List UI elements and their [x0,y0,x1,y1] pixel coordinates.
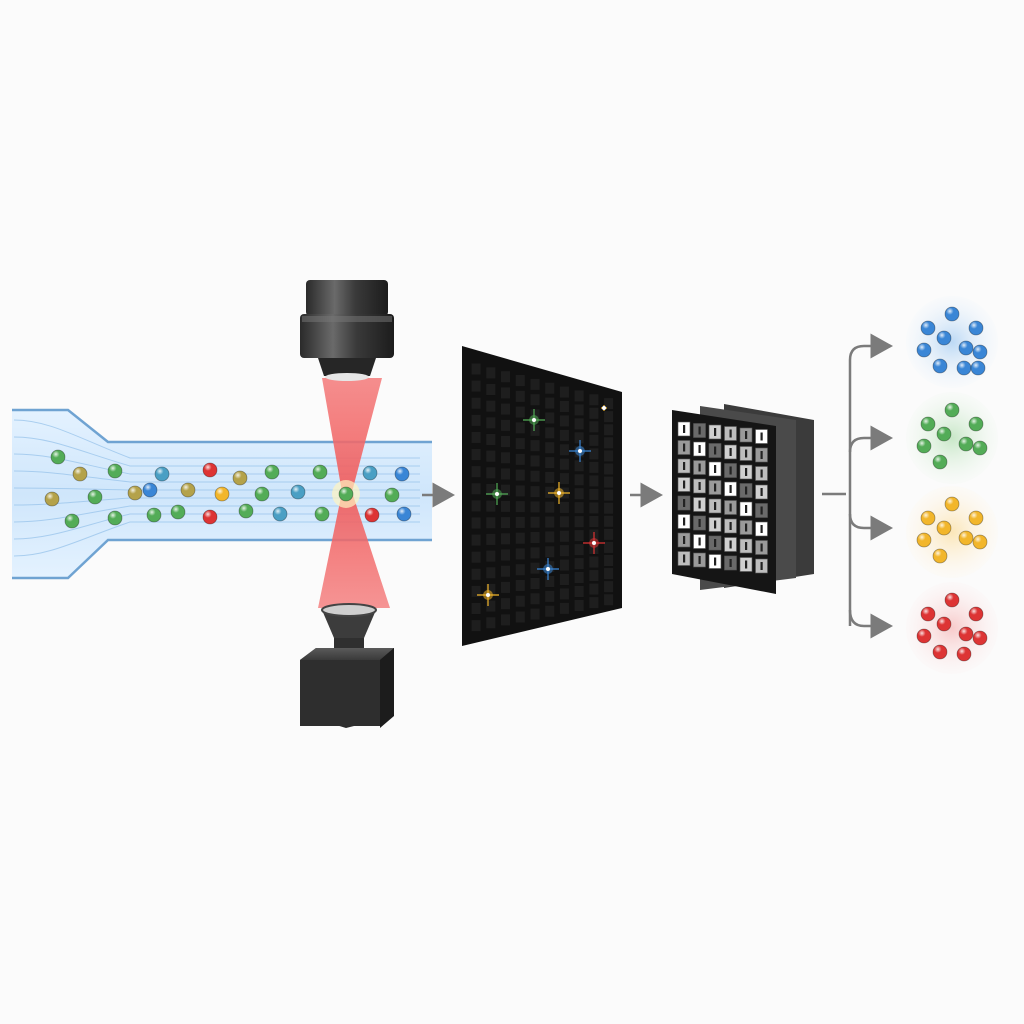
population-particle [958,626,974,642]
population-particle [936,616,952,632]
population-particle [968,606,984,622]
population-particle [968,416,984,432]
population-particle [932,548,948,564]
population-particle [932,358,948,374]
particle [394,466,410,482]
particle [107,510,123,526]
particle [364,507,380,523]
particle [87,489,103,505]
population-particle [916,342,932,358]
population-particle [972,440,988,456]
population-particle [958,340,974,356]
particle [202,462,218,478]
population-red [906,582,998,674]
particle [44,491,60,507]
population-blue [906,296,998,388]
fluorescence-sparkle [486,483,508,505]
particle [146,507,162,523]
population-particle [936,330,952,346]
particle [50,449,66,465]
population-particle [972,534,988,550]
particle [312,464,328,480]
population-particle [916,438,932,454]
population-particle [944,592,960,608]
fluorescence-sparkle [583,532,605,554]
particle-stream [44,449,412,529]
particle [202,509,218,525]
population-particle [956,646,972,662]
particle [142,482,158,498]
sensor-image-icon [462,346,622,646]
particle [72,466,88,482]
population-particle [972,344,988,360]
population-particle [958,530,974,546]
fluorescence-sparkle [569,440,591,462]
particle [238,503,254,519]
particle [384,487,400,503]
population-particle [916,628,932,644]
branch-arrows-icon [822,333,893,639]
microscope-objective-icon [300,280,394,381]
population-particle [936,520,952,536]
detector-icon [300,603,394,728]
laser-beam-icon [318,378,390,608]
population-cluster-icon [906,296,998,674]
population-particle [958,436,974,452]
population-particle [920,510,936,526]
particle [254,486,270,502]
particle [264,464,280,480]
particle [290,484,306,500]
population-particle [932,454,948,470]
population-particle [968,510,984,526]
population-green [906,392,998,484]
particle [214,486,230,502]
population-particle [944,496,960,512]
population-yellow [906,486,998,578]
particle [314,506,330,522]
population-particle [972,630,988,646]
population-particle [944,402,960,418]
population-particle [956,360,972,376]
particle [272,506,288,522]
particle [180,482,196,498]
population-particle [968,320,984,336]
particle [232,470,248,486]
fluorescence-sparkle [523,409,545,431]
population-particle [916,532,932,548]
particle [362,465,378,481]
feature-stack-icon [672,404,814,594]
population-particle [920,320,936,336]
fluorescence-sparkle [537,558,559,580]
particle [396,506,412,522]
population-particle [932,644,948,660]
population-particle [970,360,986,376]
particle [170,504,186,520]
particle [338,486,354,502]
population-particle [936,426,952,442]
particle [127,485,143,501]
particle [154,466,170,482]
fluorescence-sparkle [477,584,499,606]
population-particle [920,606,936,622]
particle [107,463,123,479]
particle [64,513,80,529]
fluorescence-sparkle [548,482,570,504]
fluorescence-sparkle [601,405,607,411]
population-particle [920,416,936,432]
population-particle [944,306,960,322]
